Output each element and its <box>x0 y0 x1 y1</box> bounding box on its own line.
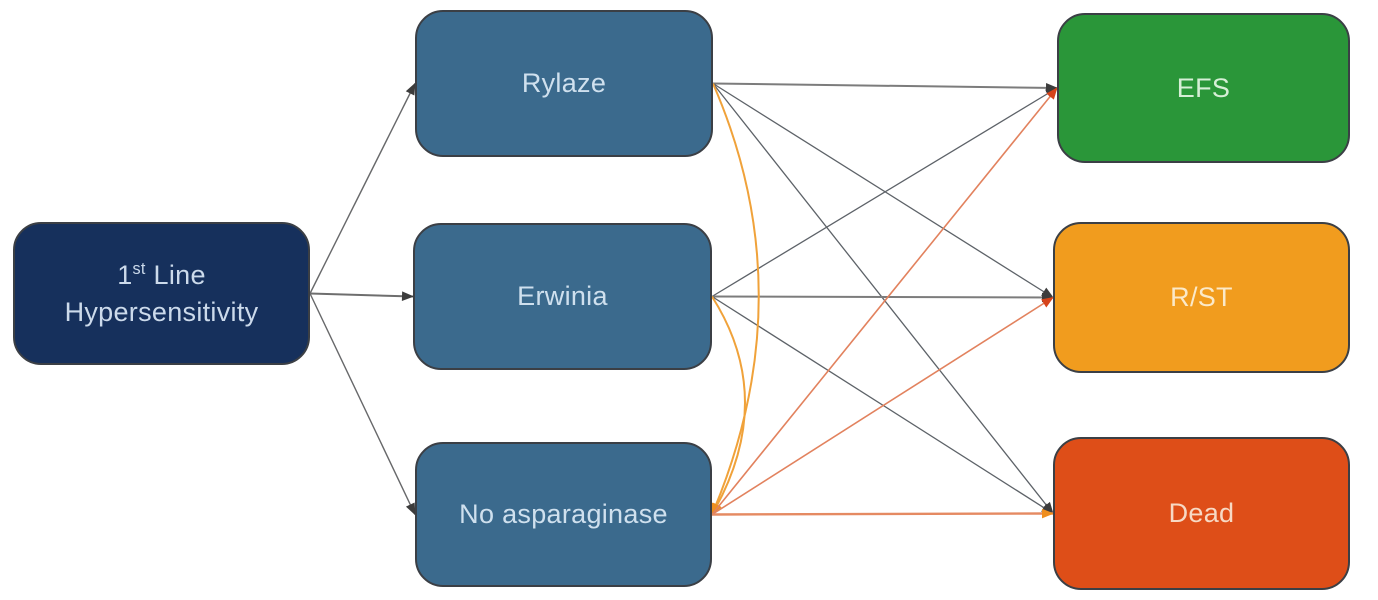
edge-erwinia-no-asparaginase <box>711 295 746 515</box>
node-efs-label: EFS <box>1176 72 1231 103</box>
arrowhead-no-asparaginase-dead <box>1041 508 1054 519</box>
edge-erwinia-rst <box>711 295 1054 299</box>
node-first-line-hypersensitivity: 1st Line Hypersensitivity <box>13 222 310 365</box>
edge-first-line-rylaze <box>309 83 416 294</box>
node-erwinia: Erwinia <box>413 223 712 370</box>
edge-no-asparaginase-efs <box>711 87 1058 516</box>
edge-rylaze-rst <box>712 82 1054 299</box>
node-efs: EFS <box>1057 13 1350 163</box>
arrowhead-no-asparaginase-rst <box>1041 296 1054 308</box>
edge-first-line-no-asparaginase <box>309 293 416 515</box>
arrowhead-first-line-no-asparaginase <box>405 502 416 516</box>
node-dead: Dead <box>1053 437 1350 590</box>
node-first-line-label: 1st Line Hypersensitivity <box>64 260 259 327</box>
node-erwinia-label: Erwinia <box>517 281 608 312</box>
node-rst: R/ST <box>1053 222 1350 373</box>
node-dead-label: Dead <box>1168 498 1235 529</box>
edge-rylaze-efs <box>712 82 1058 89</box>
node-rst-label: R/ST <box>1170 282 1233 313</box>
node-rylaze-label: Rylaze <box>521 68 607 99</box>
arrowhead-no-asparaginase-efs <box>1046 87 1058 100</box>
edge-no-asparaginase-dead <box>711 512 1054 516</box>
edge-rylaze-dead <box>712 83 1054 514</box>
edge-erwinia-efs <box>711 87 1058 298</box>
node-no-asparaginase-label: No asparaginase <box>459 499 668 530</box>
node-rylaze: Rylaze <box>415 10 713 157</box>
arrowhead-first-line-rylaze <box>405 82 416 96</box>
superscript-st: st <box>132 260 146 279</box>
edge-first-line-erwinia <box>309 292 414 298</box>
arrowhead-first-line-erwinia <box>401 291 414 301</box>
node-no-asparaginase: No asparaginase <box>415 442 712 587</box>
edge-rylaze-no-asparaginase <box>711 83 760 515</box>
edge-no-asparaginase-rst <box>711 296 1054 516</box>
edge-erwinia-dead <box>711 295 1054 515</box>
